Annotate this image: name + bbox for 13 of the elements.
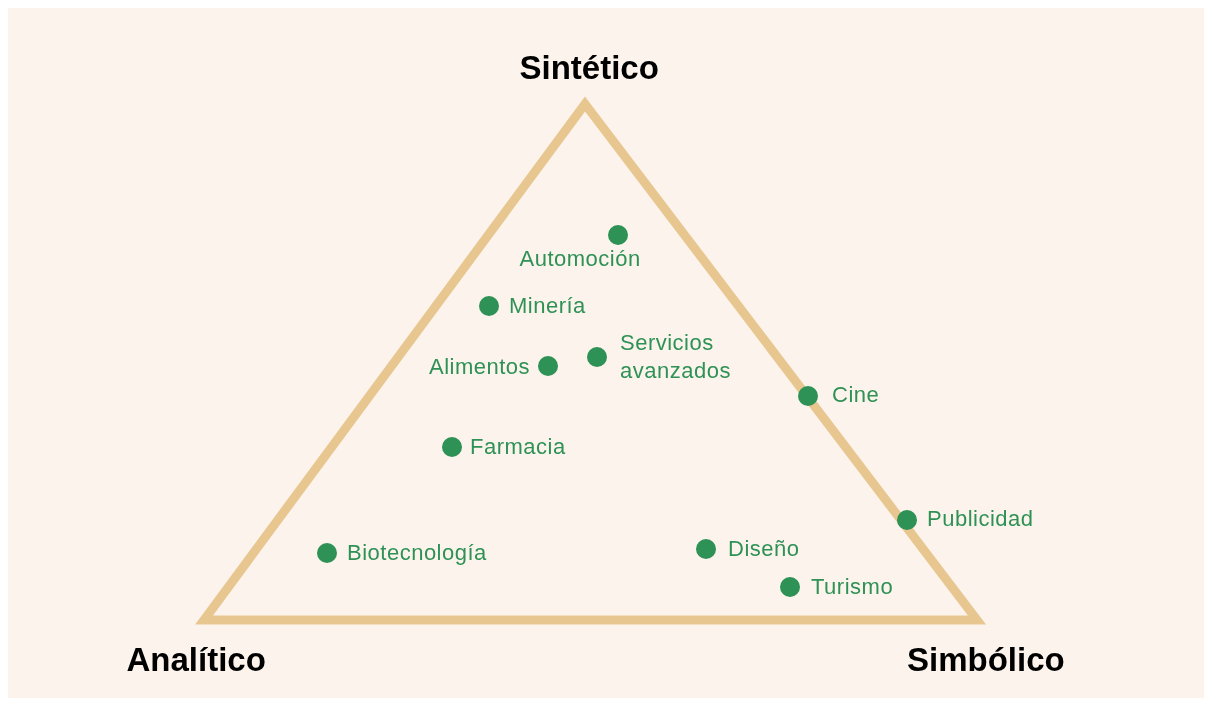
point-label: Automoción (519, 245, 641, 273)
point-label: Servicios avanzados (620, 329, 732, 385)
point-label: Biotecnología (347, 539, 487, 567)
corner-label: Simbólico (907, 641, 1065, 679)
corner-label: Sintético (519, 49, 659, 87)
point-label: Cine (832, 381, 880, 409)
point-label: Diseño (728, 535, 800, 563)
point-label: Farmacia (470, 433, 566, 461)
point-label: Minería (509, 292, 586, 320)
point-label: Publicidad (927, 505, 1034, 533)
point-label: Alimentos (429, 353, 531, 381)
point-label: Turismo (811, 573, 894, 601)
corner-label: Analítico (126, 641, 266, 679)
